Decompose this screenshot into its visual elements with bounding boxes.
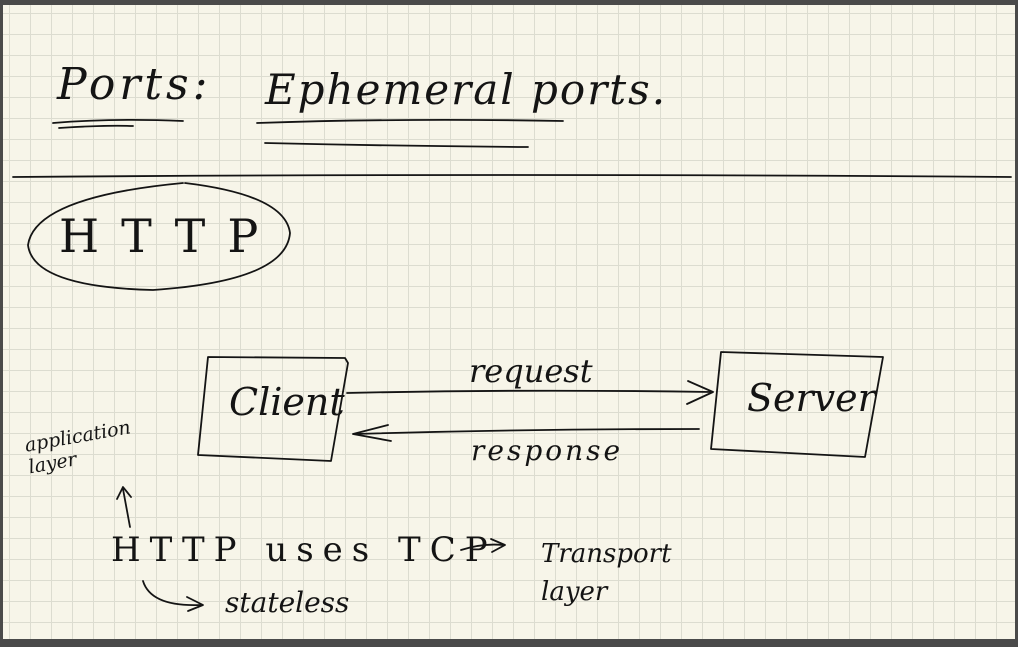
tcp-arrowhead: [490, 538, 506, 553]
client-label: Client: [229, 380, 345, 424]
http-title: HTTP: [59, 209, 281, 263]
client-box: [197, 356, 349, 462]
app-layer-arrowhead: [116, 486, 132, 500]
http-uses-tcp: HTTP uses TCP: [111, 530, 497, 570]
stateless-label: stateless: [225, 586, 350, 619]
response-label: response: [471, 434, 624, 467]
ports-underline-2: [58, 124, 134, 129]
ephemeral-ports-heading: Ephemeral ports.: [265, 65, 668, 114]
ports-heading: Ports:: [57, 59, 212, 110]
request-arrowhead: [686, 380, 714, 405]
http-circle: [27, 182, 291, 291]
ephemeral-underline: [256, 118, 564, 124]
app-layer-arrow: [122, 488, 131, 528]
response-arrowhead: [352, 424, 392, 442]
ephemeral-underline-2: [264, 142, 529, 148]
server-box: [710, 351, 884, 458]
stateless-arrowhead: [186, 596, 204, 612]
section-divider: [12, 174, 1012, 178]
stateless-arrow: [142, 580, 202, 606]
tcp-arrow: [460, 543, 504, 551]
transport-layer-label: Transport layer: [541, 539, 672, 607]
request-label: request: [469, 352, 593, 390]
request-arrow: [346, 389, 712, 394]
ports-underline: [52, 118, 184, 124]
server-label: Server: [747, 376, 876, 420]
ink-strokes: [12, 118, 1012, 612]
response-arrow: [354, 428, 700, 435]
